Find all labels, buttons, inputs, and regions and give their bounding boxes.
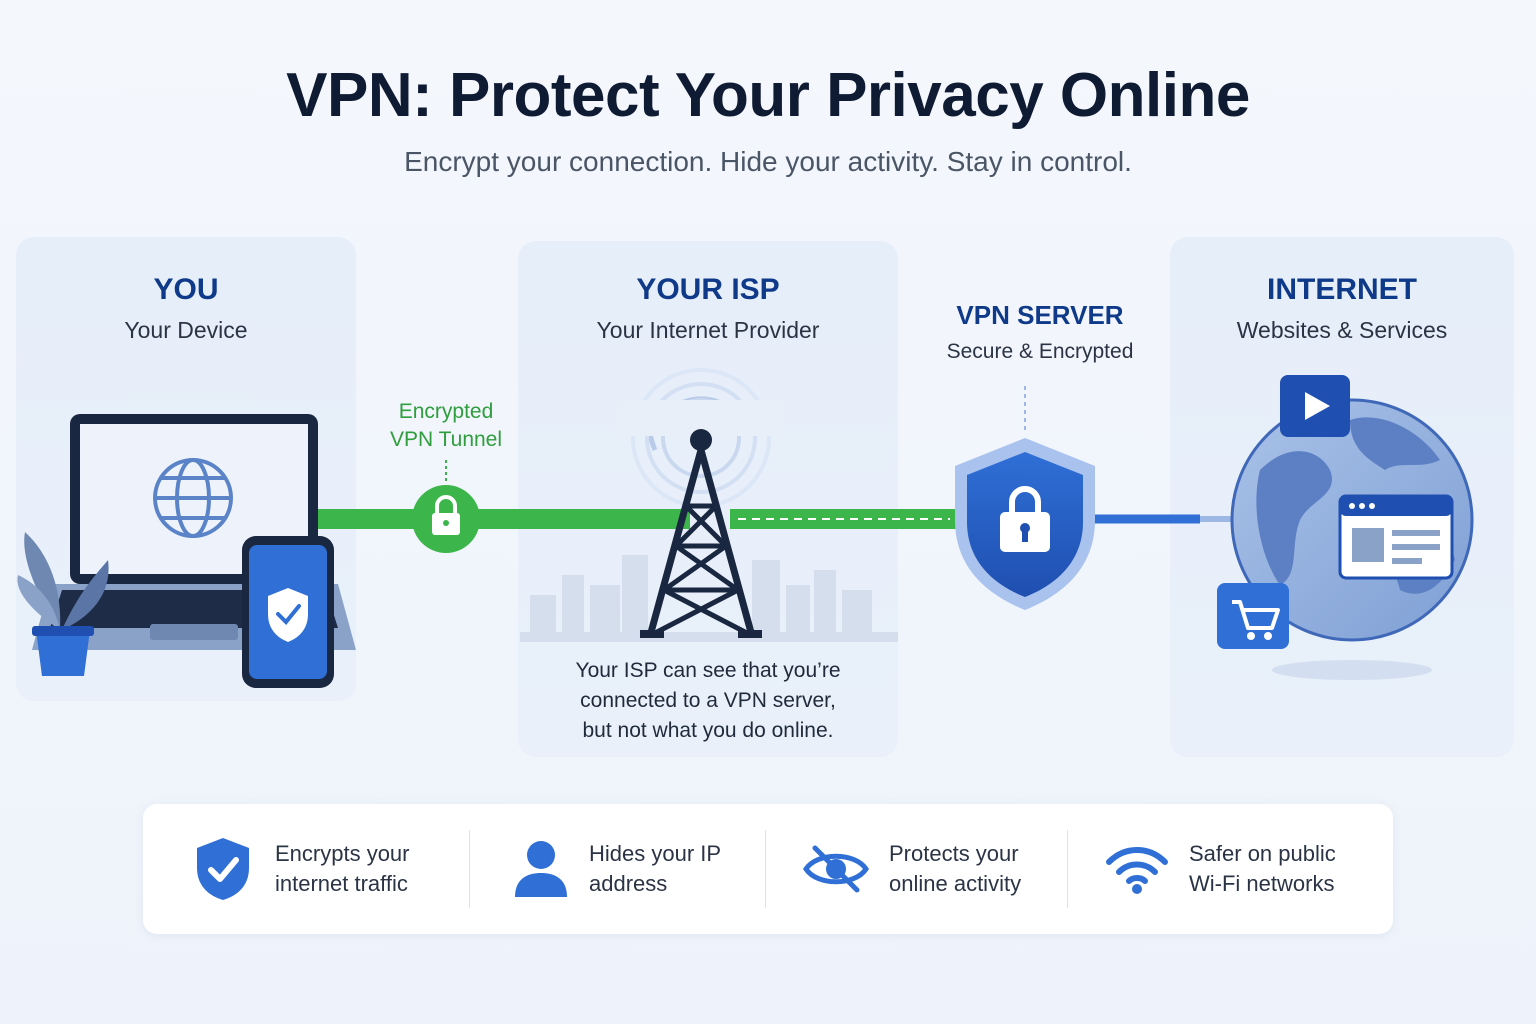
feature-line1: Safer on public: [1189, 841, 1336, 866]
globe-screen-icon: [153, 458, 233, 538]
city-skyline: [520, 555, 898, 642]
you-subtitle: Your Device: [124, 317, 248, 343]
isp-panel: YOUR ISP Your Internet Provider: [518, 241, 898, 757]
phone-icon: [242, 536, 334, 688]
feature-divider: [765, 830, 766, 908]
tunnel-lock-icon: [412, 485, 480, 553]
vpn-shield-icon: [955, 438, 1095, 610]
shield-check-icon: [197, 838, 249, 900]
feature-line1: Protects your: [889, 841, 1019, 866]
feature-line2: online activity: [889, 871, 1022, 896]
feature-line2: address: [589, 871, 668, 896]
page-subtitle: Encrypt your connection. Hide your activ…: [404, 146, 1132, 177]
wifi-icon: [1106, 847, 1168, 894]
isp-tower-icon: [620, 368, 782, 638]
plant-icon: [17, 532, 109, 676]
feature-public-wifi: Safer on public Wi-Fi networks: [1105, 804, 1336, 934]
eye-slash-icon: [803, 845, 869, 893]
feature-protects-activity: Protects your online activity: [803, 804, 1021, 934]
isp-subtitle: Your Internet Provider: [596, 317, 820, 343]
feature-divider: [1067, 830, 1068, 908]
internet-subtitle: Websites & Services: [1236, 317, 1448, 343]
feature-hides-ip: Hides your IP address: [513, 804, 721, 934]
tunnel-label-line2: VPN Tunnel: [389, 428, 503, 451]
isp-note: Your ISP can see that you’re connected t…: [528, 656, 888, 746]
feature-line2: internet traffic: [275, 871, 408, 896]
page-title: VPN: Protect Your Privacy Online: [286, 61, 1250, 130]
isp-note-line1: Your ISP can see that you’re: [575, 659, 841, 682]
browser-window-icon: [1338, 494, 1454, 580]
feature-encrypts: Encrypts your internet traffic: [193, 804, 410, 934]
isp-note-line3: but not what you do online.: [582, 719, 834, 742]
feature-line1: Hides your IP: [589, 841, 722, 866]
you-title: YOU: [153, 273, 219, 306]
feature-divider: [469, 830, 470, 908]
play-video-icon: [1280, 375, 1350, 437]
internet-title: INTERNET: [1267, 273, 1417, 306]
user-icon: [515, 841, 567, 897]
tunnel-label: Encrypted VPN Tunnel: [366, 398, 526, 454]
features-bar: Encrypts your internet traffic Hides you…: [143, 804, 1393, 934]
shopping-cart-icon: [1217, 583, 1289, 649]
vpn-server-subtitle: Secure & Encrypted: [946, 340, 1134, 363]
vpn-server-title: VPN SERVER: [956, 300, 1124, 330]
isp-note-line2: connected to a VPN server,: [580, 689, 836, 712]
tunnel-label-line1: Encrypted: [398, 400, 494, 423]
feature-line1: Encrypts your: [275, 841, 410, 866]
feature-line2: Wi-Fi networks: [1189, 871, 1335, 896]
isp-title: YOUR ISP: [636, 273, 780, 306]
